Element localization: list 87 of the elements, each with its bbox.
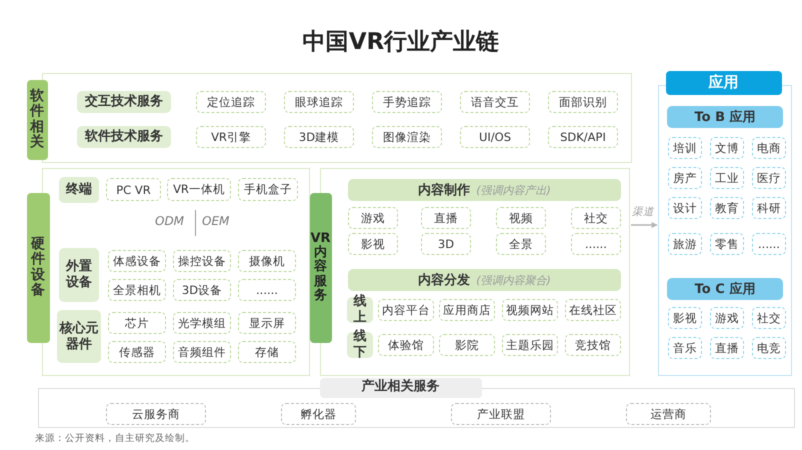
category-item: 游戏 xyxy=(348,207,398,229)
category-item: SDK/API xyxy=(548,126,618,148)
category-item: 图像渲染 xyxy=(372,126,442,148)
category-item: VR一体机 xyxy=(167,178,231,201)
category-item: 面部识别 xyxy=(548,91,618,113)
category-item: ...... xyxy=(238,279,296,301)
category-item: 影院 xyxy=(439,334,495,356)
group-label: 核心元器件 xyxy=(57,310,101,363)
category-item: 社交 xyxy=(571,207,621,229)
category-item: 云服务商 xyxy=(106,403,206,425)
category-item: 科研 xyxy=(752,197,786,219)
category-item: 体感设备 xyxy=(108,250,166,272)
category-item: 游戏 xyxy=(710,307,744,329)
category-item: 摄像机 xyxy=(238,250,296,272)
category-item: 文博 xyxy=(710,137,744,159)
category-item: 3D xyxy=(421,233,471,255)
oem-odm-label: OEM xyxy=(202,214,230,230)
category-item: 内容平台 xyxy=(378,299,434,321)
category-item: 视频 xyxy=(496,207,546,229)
category-item: 音乐 xyxy=(668,337,702,359)
section-heading: 内容分发 xyxy=(418,272,470,289)
section-heading: To B 应用 xyxy=(667,106,783,128)
panel-title: 产业相关服务 xyxy=(320,378,482,398)
category-item: 光学模组 xyxy=(173,312,231,334)
category-item: 存储 xyxy=(238,341,296,363)
category-item: 产业联盟 xyxy=(451,403,551,425)
category-item: UI/OS xyxy=(460,126,530,148)
category-item: 培训 xyxy=(668,137,702,159)
category-item: 眼球追踪 xyxy=(284,91,354,113)
category-item: 全景相机 xyxy=(108,279,166,301)
group-label: 外置设备 xyxy=(59,248,99,302)
category-item: 视频网站 xyxy=(502,299,558,321)
category-item: 医疗 xyxy=(752,167,786,189)
section-band xyxy=(348,179,621,201)
category-item: 芯片 xyxy=(108,312,166,334)
section-note: (强调内容聚合) xyxy=(476,272,551,288)
category-item: ...... xyxy=(752,233,786,255)
section-heading: To C 应用 xyxy=(667,278,783,300)
category-item: 影视 xyxy=(668,307,702,329)
category-item: 体验馆 xyxy=(378,334,434,356)
group-label: 交互技术服务 xyxy=(77,91,171,113)
section-heading: 内容制作 xyxy=(418,182,470,199)
category-item: 全景 xyxy=(496,233,546,255)
category-item: 电商 xyxy=(752,137,786,159)
category-item: 零售 xyxy=(710,233,744,255)
category-item: 工业 xyxy=(710,167,744,189)
category-item: 旅游 xyxy=(668,233,702,255)
arrow xyxy=(631,222,658,228)
category-item: 房产 xyxy=(668,167,702,189)
category-item: 手机盒子 xyxy=(238,178,298,201)
diagram-title: 中国VR行业产业链 xyxy=(302,28,500,57)
category-item: 应用商店 xyxy=(439,299,495,321)
category-item: 直播 xyxy=(710,337,744,359)
category-item: 语音交互 xyxy=(460,91,530,113)
category-item: 主题乐园 xyxy=(502,334,558,356)
category-item: 定位追踪 xyxy=(196,91,266,113)
category-item: ...... xyxy=(571,233,621,255)
category-item: 音频组件 xyxy=(173,341,231,363)
category-item: 社交 xyxy=(752,307,786,329)
panel-title: 硬件设备 xyxy=(26,192,50,342)
category-item: PC VR xyxy=(106,178,161,201)
category-item: 设计 xyxy=(668,197,702,219)
edge-label: 渠道 xyxy=(632,205,654,219)
source-note: 来源：公开资料，自主研究及绘制。 xyxy=(35,432,195,445)
panel-title: 应用 xyxy=(666,70,782,94)
category-item: 操控设备 xyxy=(173,250,231,272)
oem-odm-label: ODM xyxy=(155,214,184,230)
category-item: 3D建模 xyxy=(284,126,354,148)
category-item: 影视 xyxy=(348,233,398,255)
category-item: 直播 xyxy=(421,207,471,229)
category-item: 电竞 xyxy=(752,337,786,359)
category-item: 教育 xyxy=(710,197,744,219)
category-item: 运营商 xyxy=(626,403,711,425)
category-item: 传感器 xyxy=(108,341,166,363)
category-item: 在线社区 xyxy=(565,299,621,321)
category-item: 3D设备 xyxy=(173,279,231,301)
panel-title: 软件相关 xyxy=(26,80,48,160)
category-item: 显示屏 xyxy=(238,312,296,334)
category-item: 竞技馆 xyxy=(565,334,621,356)
group-label: 终端 xyxy=(59,177,99,203)
section-band xyxy=(348,269,621,291)
category-item: VR引擎 xyxy=(196,126,266,148)
group-label: 软件技术服务 xyxy=(77,126,171,148)
category-item: 孵化器 xyxy=(281,403,356,425)
panel-title: VR内容服务 xyxy=(310,192,332,342)
section-note: (强调内容产出) xyxy=(476,182,551,198)
category-item: 手势追踪 xyxy=(372,91,442,113)
